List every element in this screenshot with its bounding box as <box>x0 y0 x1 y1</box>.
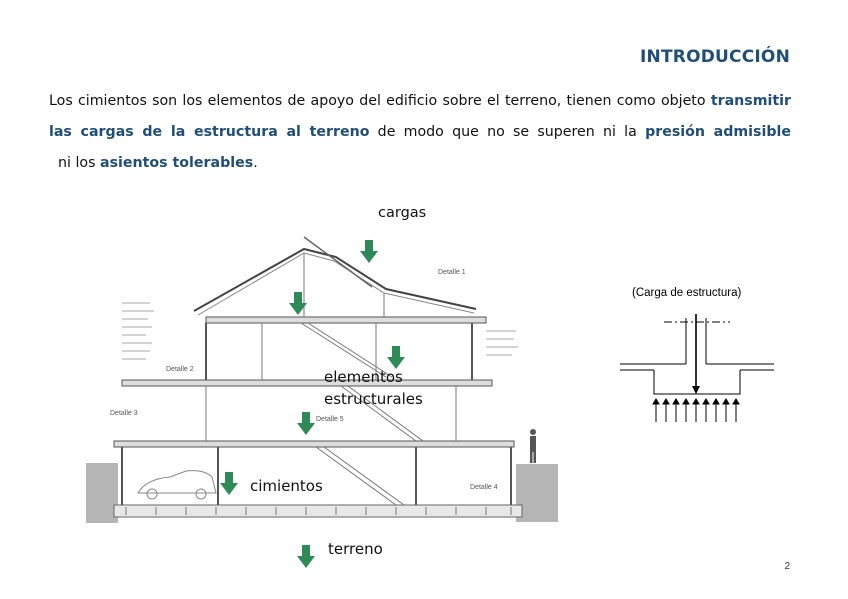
diagram-caption: (Carga de estructura) <box>632 287 742 299</box>
foundation-load-diagram <box>620 314 774 422</box>
drawing-detalle4: Detalle 4 <box>470 484 498 491</box>
arrow-cargas-icon <box>360 240 378 263</box>
slide-title: INTRODUCCIÓN <box>640 47 790 67</box>
label-terreno: terreno <box>328 540 383 558</box>
arrow-roof-icon <box>289 292 307 315</box>
drawing-detalle5: Detalle 5 <box>316 416 344 423</box>
intro-text-4: . <box>253 155 258 171</box>
intro-highlight-3: asientos tolerables <box>100 155 254 171</box>
arrow-terreno-icon <box>297 545 315 568</box>
arrow-floor-icon <box>387 346 405 369</box>
intro-text-3: ni los <box>49 155 100 171</box>
intro-text-2: de modo que no se superen ni la <box>369 124 646 140</box>
ground-left <box>86 463 118 523</box>
label-estructurales: estructurales <box>324 390 423 408</box>
intro-highlight-2: presión admisible <box>645 124 791 140</box>
intro-highlight-1: transmitir las cargas de la estructura a… <box>49 93 791 140</box>
page-number: 2 <box>784 561 790 572</box>
label-elementos: elementos <box>324 368 403 386</box>
label-cargas: cargas <box>378 205 427 221</box>
label-cimientos: cimientos <box>250 477 323 495</box>
arrow-cimientos-icon <box>220 472 238 495</box>
arrow-structure-icon <box>297 412 315 435</box>
drawing-detalle3: Detalle 3 <box>110 410 138 417</box>
building-section-drawing: Detalle 1 Detalle 2 Detalle 3 Detalle 4 … <box>86 236 558 523</box>
drawing-detalle1: Detalle 1 <box>438 269 466 276</box>
intro-text-1: Los cimientos son los elementos de apoyo… <box>49 93 711 109</box>
ground-right <box>516 464 558 522</box>
intro-paragraph: Los cimientos son los elementos de apoyo… <box>49 86 791 179</box>
drawing-detalle2: Detalle 2 <box>166 366 194 373</box>
person-silhouette <box>530 429 536 463</box>
